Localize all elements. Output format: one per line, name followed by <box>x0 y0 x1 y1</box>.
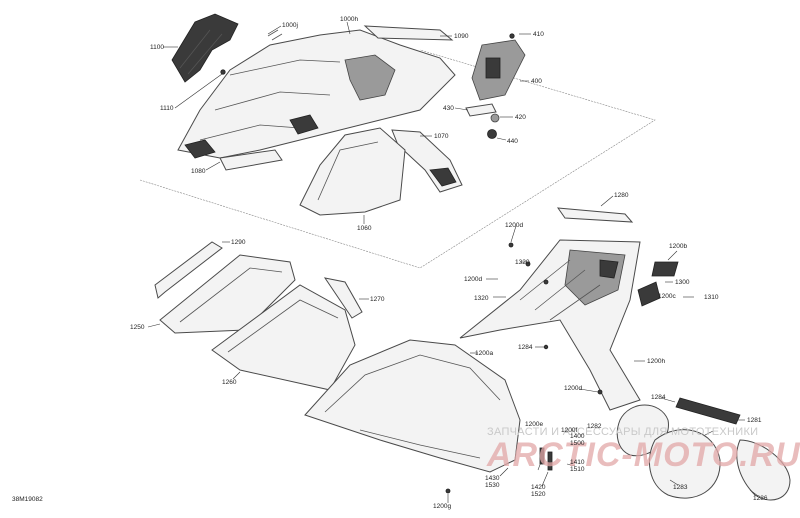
part-1090-strip <box>363 25 454 41</box>
part-440-grommet <box>487 129 497 139</box>
lower-left-panels <box>154 241 363 391</box>
label-1282: 1282 <box>587 423 602 430</box>
part-1260-panel <box>211 284 356 391</box>
label-1200d-c: 1200d <box>564 385 583 392</box>
label-1530: 1530 <box>485 482 500 489</box>
part-1100-bracket <box>171 13 239 83</box>
label-1430: 1430 <box>485 475 500 482</box>
lower-right-console <box>304 207 791 501</box>
label-1250: 1250 <box>130 324 145 331</box>
label-1200e: 1200e <box>525 421 544 428</box>
label-1310: 1310 <box>704 294 719 301</box>
label-400: 400 <box>531 78 542 85</box>
part-1280-strip <box>556 207 634 223</box>
label-1200c: 1200c <box>658 293 676 300</box>
watermark-tagline: ЗАПЧАСТИ И АКСЕССУАРЫ ДЛЯ МОТОТЕХНИКИ <box>487 426 759 438</box>
label-1200d-b: 1200d <box>464 276 483 283</box>
label-1200g: 1200g <box>433 503 452 510</box>
label-1284-a: 1284 <box>518 344 533 351</box>
part-1283-housing <box>648 429 721 499</box>
label-1500: 1500 <box>570 440 585 447</box>
label-1100: 1100 <box>150 44 164 51</box>
label-1110: 1110 <box>160 105 174 112</box>
part-1200d-screw-c <box>597 389 603 395</box>
hood-vent-opening <box>344 54 396 101</box>
part-1410-bolt <box>539 447 545 465</box>
part-1310-switch <box>637 281 661 307</box>
label-1260: 1260 <box>222 379 237 386</box>
label-1060: 1060 <box>357 225 372 232</box>
part-1300-switch <box>651 261 679 277</box>
label-1200a: 1200a <box>475 350 494 357</box>
label-1281: 1281 <box>747 417 762 424</box>
part-1060-panel <box>299 127 406 216</box>
part-1270-strip <box>323 277 363 319</box>
part-1281-grille <box>675 397 741 425</box>
part-1286-cover <box>736 439 791 501</box>
hood-right-detail <box>289 114 319 135</box>
label-1286: 1286 <box>753 495 768 502</box>
upper-hood-assembly <box>171 13 526 216</box>
part-1200a-cover <box>304 339 521 473</box>
part-410-screw <box>509 33 515 39</box>
diagram-code: 38M19082 <box>12 496 43 503</box>
label-1000h: 1000h <box>340 16 359 23</box>
label-1420: 1420 <box>531 484 546 491</box>
part-1200g-screw <box>445 488 451 494</box>
label-420: 420 <box>515 114 526 121</box>
label-1090: 1090 <box>454 33 469 40</box>
label-1320-a: 1320 <box>515 259 530 266</box>
label-1080: 1080 <box>191 168 206 175</box>
label-430: 430 <box>443 105 454 112</box>
part-1200d-screw <box>508 242 514 248</box>
label-1280: 1280 <box>614 192 629 199</box>
label-1283: 1283 <box>673 484 688 491</box>
label-1400: 1400 <box>570 433 585 440</box>
label-1270: 1270 <box>370 296 385 303</box>
label-1000j: 1000j <box>282 22 298 29</box>
label-1070: 1070 <box>434 133 449 140</box>
label-410: 410 <box>533 31 544 38</box>
label-1520: 1520 <box>531 491 546 498</box>
label-1200b: 1200b <box>669 243 688 250</box>
label-1200h: 1200h <box>647 358 666 365</box>
part-1420-bolt <box>547 451 553 471</box>
label-1290: 1290 <box>231 239 246 246</box>
part-1320-screw-b <box>543 279 549 285</box>
leader-lines <box>147 21 759 503</box>
label-1300: 1300 <box>675 279 690 286</box>
hood-left-detail <box>184 139 216 159</box>
part-420-nut <box>490 113 500 123</box>
part-1110-fastener <box>220 69 226 75</box>
label-1200f: 1200f <box>561 427 578 434</box>
label-1410: 1410 <box>570 459 585 466</box>
label-1284-b: 1284 <box>651 394 666 401</box>
part-430-clip <box>465 103 497 117</box>
watermark-site: ARCTIC-MOTO.RU <box>487 436 800 474</box>
section-divider <box>139 49 656 269</box>
part-1290-strip <box>154 241 223 299</box>
label-440: 440 <box>507 138 518 145</box>
label-1200d-a: 1200d <box>505 222 524 229</box>
label-1320-b: 1320 <box>474 295 489 302</box>
label-1510: 1510 <box>570 466 585 473</box>
part-1080-strip <box>219 149 283 171</box>
